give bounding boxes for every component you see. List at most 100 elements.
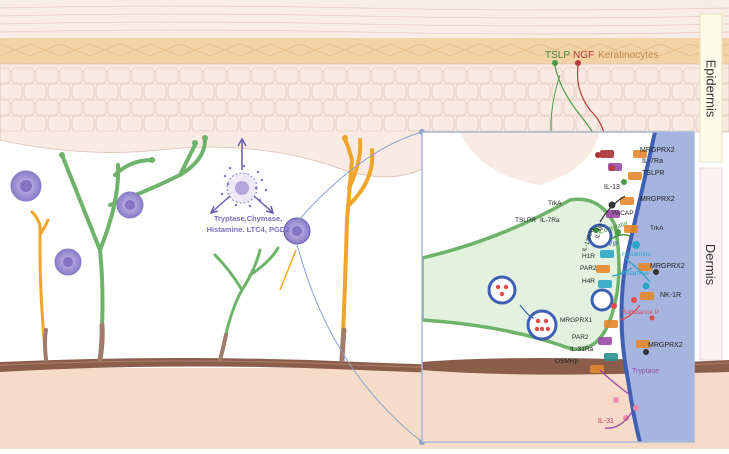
vesicle-dot	[545, 326, 551, 332]
receptor-block	[606, 210, 620, 218]
keratinocyte-cell	[587, 67, 611, 84]
keratinocyte-cell	[299, 99, 323, 116]
keratinocyte-cell	[47, 115, 71, 132]
inset-frame	[421, 131, 695, 443]
keratinocyte-cell	[395, 67, 419, 84]
keratinocyte-cell	[107, 67, 131, 84]
keratinocyte-cell	[59, 67, 83, 84]
mediator-dot	[613, 397, 619, 403]
epidermis-label: Epidermis	[703, 59, 719, 117]
keratinocyte-cell	[431, 115, 455, 132]
mast-cell-nucleus	[20, 180, 32, 192]
mediator-dot	[632, 241, 640, 249]
keratinocyte-cell	[671, 83, 695, 100]
mediator-dot	[633, 405, 639, 411]
keratinocyte-cell	[311, 115, 335, 132]
mediators-line-2: Histamine. LTC4, PGD2	[207, 225, 290, 234]
label-tslpr-b: TSLPR	[515, 217, 536, 224]
keratinocyte-cell	[467, 99, 491, 116]
keratinocyte-cell	[491, 67, 515, 84]
mediator-dot	[623, 415, 629, 421]
vesicle-dot	[495, 284, 501, 290]
keratinocyte-cell	[227, 99, 251, 116]
keratinocyte-cell	[203, 99, 227, 116]
keratinocyte-cell	[671, 115, 695, 132]
keratinocyte-cell	[167, 115, 191, 132]
granule-dot	[256, 170, 260, 174]
receptor-block	[598, 337, 612, 345]
keratinocyte-cell	[335, 83, 359, 100]
keratinocyte-cell	[419, 67, 443, 84]
label-osmrb: OSMRβ	[555, 358, 579, 365]
keratinocyte-cell	[215, 115, 239, 132]
keratinocyte-cell	[323, 67, 347, 84]
keratinocyte-cell	[191, 83, 215, 100]
signal-arrows	[599, 195, 651, 429]
granule-dot	[223, 174, 227, 178]
keratinocyte-cell	[611, 67, 635, 84]
keratinocyte-cell	[119, 115, 143, 132]
keratinocyte-cell	[515, 67, 539, 84]
keratinocyte-cell	[455, 83, 479, 100]
epidermis-label-box: Epidermis	[700, 14, 722, 162]
keratinocyte-cell	[551, 83, 575, 100]
keratinocyte-cell	[71, 115, 95, 132]
label-substance-p: Substance P	[622, 309, 659, 316]
keratinocyte-cell	[503, 83, 527, 100]
receptor-block	[638, 263, 652, 271]
keratinocyte-cell	[0, 115, 23, 132]
keratinocyte-cell	[299, 67, 323, 84]
left-nerves	[30, 135, 375, 363]
green-nerve-left-stem	[97, 322, 105, 363]
keratinocyte-cell	[479, 83, 503, 100]
receptor-block	[624, 225, 638, 233]
keratinocyte-cell	[527, 83, 551, 100]
label-il7ra-b: IL-7Ra	[540, 217, 560, 224]
orange-nerve-right-stem	[339, 327, 347, 363]
label-tslpr-a: TSLPR	[642, 170, 665, 177]
keratinocyte-cell	[155, 99, 179, 116]
mediator-dot	[609, 165, 615, 171]
keratinocyte-cell	[23, 115, 47, 132]
ngf-dot	[575, 60, 581, 66]
keratinocyte-cell	[95, 115, 119, 132]
keratinocyte-cell	[407, 83, 431, 100]
label-mrgprx2-d: MRGPRX1	[560, 317, 593, 324]
keratinocyte-cell	[659, 99, 683, 116]
label-il4r: IL-4R	[595, 223, 606, 239]
mediator-dot	[608, 201, 616, 209]
keratinocyte-cell	[563, 99, 587, 116]
mediators-line-1: Tryptase,Chymase,	[214, 214, 282, 223]
label-tryptase: Tryptase	[632, 368, 659, 375]
receptor-block	[640, 292, 654, 300]
dermis-label: Dermis	[703, 243, 719, 285]
keratinocyte-cell	[107, 99, 131, 116]
label-il31ra: IL-31Ra	[570, 346, 594, 353]
dermis-tab	[699, 167, 723, 361]
keratinocyte-cell	[143, 115, 167, 132]
keratinocyte-cell	[71, 83, 95, 100]
keratinocyte-cell	[623, 115, 647, 132]
keratinocyte-cell	[443, 67, 467, 84]
keratinocyte-cell	[203, 67, 227, 84]
keratinocyte-cells	[0, 67, 729, 132]
keratinocyte-cell	[287, 83, 311, 100]
vesicle-dot	[499, 291, 505, 297]
keratinocyte-cell	[83, 99, 107, 116]
dermis-label-box: Dermis	[700, 168, 722, 360]
granule-dot	[248, 204, 252, 208]
mast-cell-granules	[220, 164, 268, 208]
keratinocyte-cell	[383, 115, 407, 132]
keratinocyte-cell	[23, 83, 47, 100]
stratum-corneum	[0, 0, 729, 40]
label-nk1r: NK-1R	[660, 292, 681, 299]
keratinocyte-cell	[611, 99, 635, 116]
zoom-connectors	[296, 131, 423, 443]
keratinocyte-cell	[179, 67, 203, 84]
keratinocyte-cell	[647, 83, 671, 100]
mast-cell-nucleus	[63, 257, 73, 267]
mast-cell-zoom	[422, 197, 621, 351]
